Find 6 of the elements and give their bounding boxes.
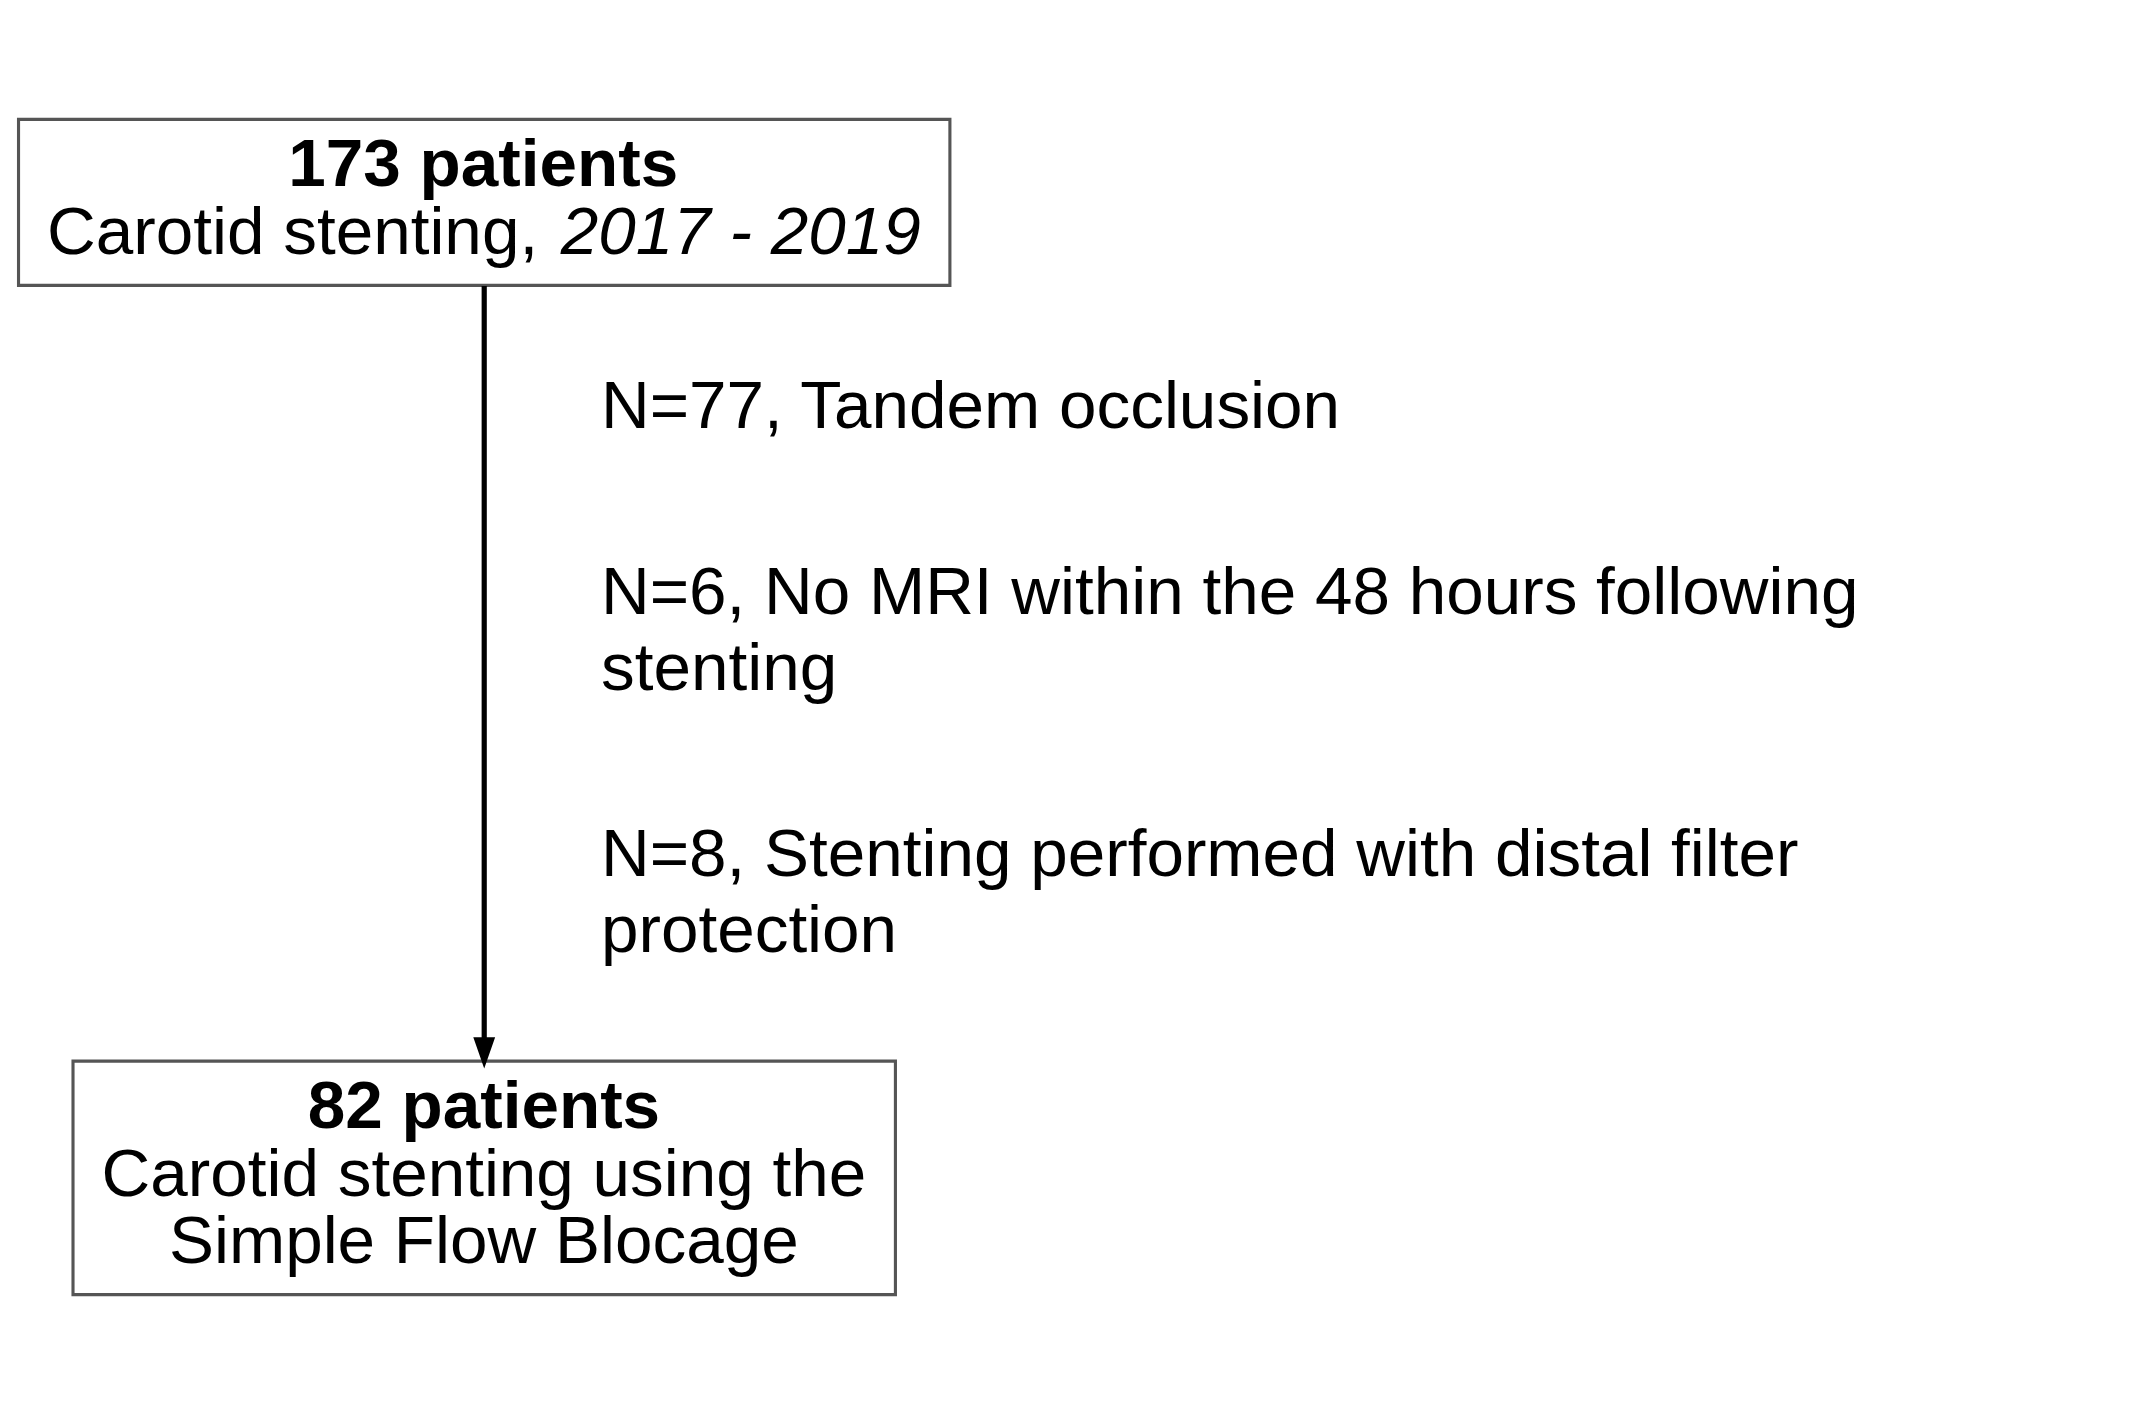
node-box: 173 patients Carotid stenting, 2017 - 2019 — [16, 117, 952, 287]
label: N=6, No MRI within the 48 hours following stenting — [600, 553, 1859, 704]
label: N=77, Tandem occlusion — [600, 366, 1341, 442]
node-box: 82 patients Carotid stenting using the Simple Flow Blocage — [71, 1059, 897, 1297]
arrow — [473, 286, 496, 1069]
label: N=8, Stenting performed with distal filter protection — [600, 815, 1799, 966]
